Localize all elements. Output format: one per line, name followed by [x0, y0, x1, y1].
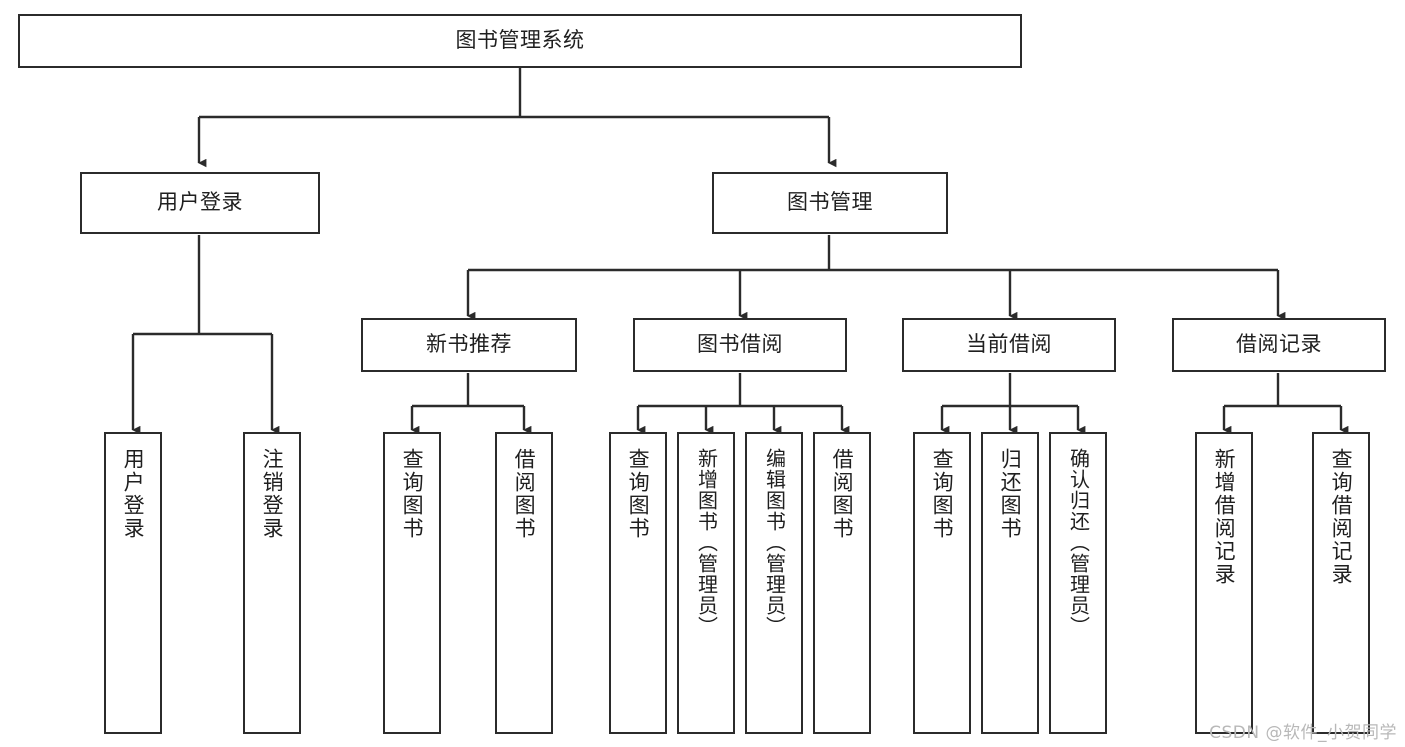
leaf-user-login-logout[interactable]: 注销登录: [243, 432, 301, 734]
node-label: 新增图书（管理员）: [694, 448, 719, 637]
node-label: 用户登录: [121, 448, 146, 540]
node-label: 编辑图书（管理员）: [762, 448, 787, 637]
node-label: 图书管理: [787, 190, 873, 215]
node-label: 借阅图书: [830, 448, 855, 540]
node-user-login[interactable]: 用户登录: [80, 172, 320, 234]
node-label: 查询图书: [400, 448, 425, 540]
node-label: 借阅记录: [1236, 332, 1322, 357]
leaf-borrow-add-book-admin[interactable]: 新增图书（管理员）: [677, 432, 735, 734]
node-book-borrow[interactable]: 图书借阅: [633, 318, 847, 372]
node-label: 查询图书: [930, 448, 955, 540]
leaf-user-login-login[interactable]: 用户登录: [104, 432, 162, 734]
leaf-borrow-query-book[interactable]: 查询图书: [609, 432, 667, 734]
leaf-recommend-borrow-book[interactable]: 借阅图书: [495, 432, 553, 734]
leaf-records-add-record[interactable]: 新增借阅记录: [1195, 432, 1253, 734]
leaf-borrow-borrow-book[interactable]: 借阅图书: [813, 432, 871, 734]
node-label: 图书管理系统: [455, 28, 585, 53]
node-current-borrow[interactable]: 当前借阅: [902, 318, 1116, 372]
leaf-records-query-record[interactable]: 查询借阅记录: [1312, 432, 1370, 734]
node-label: 归还图书: [998, 448, 1023, 540]
leaf-recommend-query-book[interactable]: 查询图书: [383, 432, 441, 734]
node-label: 借阅图书: [512, 448, 537, 540]
node-label: 查询借阅记录: [1329, 448, 1354, 586]
node-label: 注销登录: [260, 448, 285, 540]
leaf-current-query-book[interactable]: 查询图书: [913, 432, 971, 734]
node-root-system[interactable]: 图书管理系统: [18, 14, 1022, 68]
node-book-management[interactable]: 图书管理: [712, 172, 948, 234]
node-label: 当前借阅: [966, 332, 1052, 357]
node-label: 新书推荐: [426, 332, 512, 357]
node-label: 用户登录: [157, 190, 243, 215]
node-label: 确认归还（管理员）: [1066, 448, 1091, 637]
node-new-book-recommend[interactable]: 新书推荐: [361, 318, 577, 372]
node-label: 新增借阅记录: [1212, 448, 1237, 586]
node-borrow-records[interactable]: 借阅记录: [1172, 318, 1386, 372]
leaf-current-return-book[interactable]: 归还图书: [981, 432, 1039, 734]
node-label: 图书借阅: [697, 332, 783, 357]
leaf-current-confirm-return-admin[interactable]: 确认归还（管理员）: [1049, 432, 1107, 734]
leaf-borrow-edit-book-admin[interactable]: 编辑图书（管理员）: [745, 432, 803, 734]
node-label: 查询图书: [626, 448, 651, 540]
watermark: CSDN @软件_小贺同学: [1209, 723, 1397, 743]
